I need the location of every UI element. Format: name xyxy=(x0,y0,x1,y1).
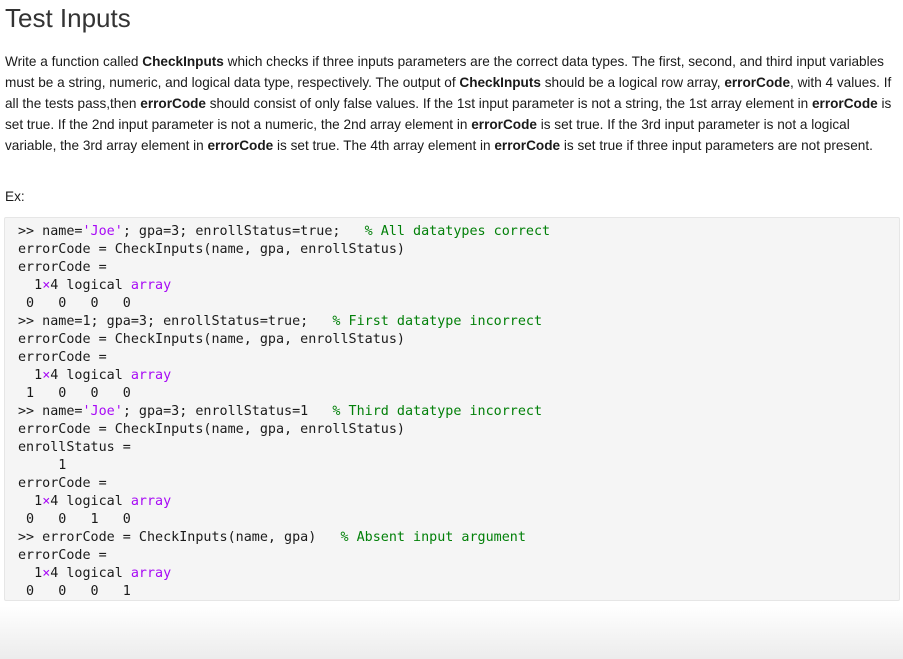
code-text: >> name= xyxy=(18,404,83,419)
code-comment: % All datatypes correct xyxy=(364,224,551,239)
code-line: enrollStatus = xyxy=(18,440,131,455)
desc-variable-name: errorCode xyxy=(724,75,791,90)
code-times: × xyxy=(42,494,51,509)
code-line: 1×4 logical array xyxy=(18,277,550,295)
code-line: >> name='Joe'; gpa=3; enrollStatus=1 % T… xyxy=(18,403,550,421)
code-times: × xyxy=(42,566,51,581)
desc-text: is set true. The 4th array element in xyxy=(273,138,495,153)
desc-function-name: CheckInputs xyxy=(459,75,541,90)
code-keyword: array xyxy=(130,566,172,581)
code-keyword: array xyxy=(130,278,172,293)
code-line: errorCode = xyxy=(18,350,107,365)
code-line: 1×4 logical array xyxy=(18,367,550,385)
code-times: × xyxy=(42,278,51,293)
code-text: 4 logical xyxy=(50,278,131,293)
code-string: 'Joe' xyxy=(82,404,123,419)
code-line: 1 0 0 0 xyxy=(18,386,131,401)
desc-variable-name: errorCode xyxy=(494,138,561,153)
code-line: errorCode = CheckInputs(name, gpa, enrol… xyxy=(18,332,405,347)
code-keyword: array xyxy=(130,494,172,509)
code-text: ; gpa=3; enrollStatus=1 xyxy=(122,404,333,419)
desc-text: is set true. If the 3rd input parameter … xyxy=(5,117,850,153)
example-label: Ex: xyxy=(5,189,25,204)
code-text: 1 xyxy=(18,278,43,293)
code-line: errorCode = xyxy=(18,548,107,563)
code-text: 1 xyxy=(18,566,43,581)
code-line: errorCode = xyxy=(18,476,107,491)
code-text: 4 logical xyxy=(50,494,131,509)
code-string: 'Joe' xyxy=(82,224,123,239)
desc-variable-name: errorCode xyxy=(140,96,206,111)
page-title: Test Inputs xyxy=(5,3,131,33)
desc-text: , with 4 values. If all the tests pass,t… xyxy=(5,75,892,111)
code-listing: >> name='Joe'; gpa=3; enrollStatus=true;… xyxy=(18,223,550,601)
code-line: errorCode = CheckInputs(name, gpa, enrol… xyxy=(18,422,405,437)
desc-variable-name: errorCode xyxy=(811,96,878,111)
code-comment: % Absent input argument xyxy=(340,530,526,545)
code-text: ; gpa=3; enrollStatus=true; xyxy=(122,224,365,239)
code-text: 1 xyxy=(18,368,43,383)
code-line: >> name='Joe'; gpa=3; enrollStatus=true;… xyxy=(18,223,550,241)
code-line: >> errorCode = CheckInputs(name, gpa) % … xyxy=(18,529,550,547)
code-line: >> name=1; gpa=3; enrollStatus=true; % F… xyxy=(18,313,550,331)
code-example-block: >> name='Joe'; gpa=3; enrollStatus=true;… xyxy=(4,217,900,601)
code-line: 0 0 1 0 xyxy=(18,512,131,527)
code-line: errorCode = xyxy=(18,260,107,275)
desc-variable-name: errorCode xyxy=(207,138,274,153)
code-text: >> errorCode = CheckInputs(name, gpa) xyxy=(18,530,341,545)
problem-description: Write a function called CheckInputs whic… xyxy=(5,51,895,156)
desc-text: Write a function called xyxy=(5,54,143,69)
code-line: 0 0 0 0 xyxy=(18,296,131,311)
code-text: >> name=1; gpa=3; enrollStatus=true; xyxy=(18,314,333,329)
code-keyword: array xyxy=(130,368,172,383)
desc-text: is set true if three input parameters ar… xyxy=(560,138,873,153)
code-line: 1×4 logical array xyxy=(18,565,550,583)
bottom-fade xyxy=(0,606,903,659)
code-text: 4 logical xyxy=(50,368,131,383)
code-comment: % Third datatype incorrect xyxy=(332,404,543,419)
code-line: 1×4 logical array xyxy=(18,493,550,511)
desc-text: should be a logical row array, xyxy=(540,75,725,90)
code-line: 0 0 0 1 xyxy=(18,584,131,599)
desc-function-name: CheckInputs xyxy=(142,54,224,69)
code-line: errorCode = CheckInputs(name, gpa, enrol… xyxy=(18,242,405,257)
code-comment: % First datatype incorrect xyxy=(332,314,543,329)
code-text: 1 xyxy=(18,494,43,509)
desc-variable-name: errorCode xyxy=(471,117,537,132)
desc-text: which checks if three inputs parameters … xyxy=(5,54,884,90)
desc-text: should consist of only false values. If … xyxy=(205,96,812,111)
code-line: 1 xyxy=(18,458,67,473)
code-text: 4 logical xyxy=(50,566,131,581)
code-times: × xyxy=(42,368,51,383)
desc-text: is set true. If the 2nd input parameter … xyxy=(5,96,892,132)
code-text: >> name= xyxy=(18,224,83,239)
